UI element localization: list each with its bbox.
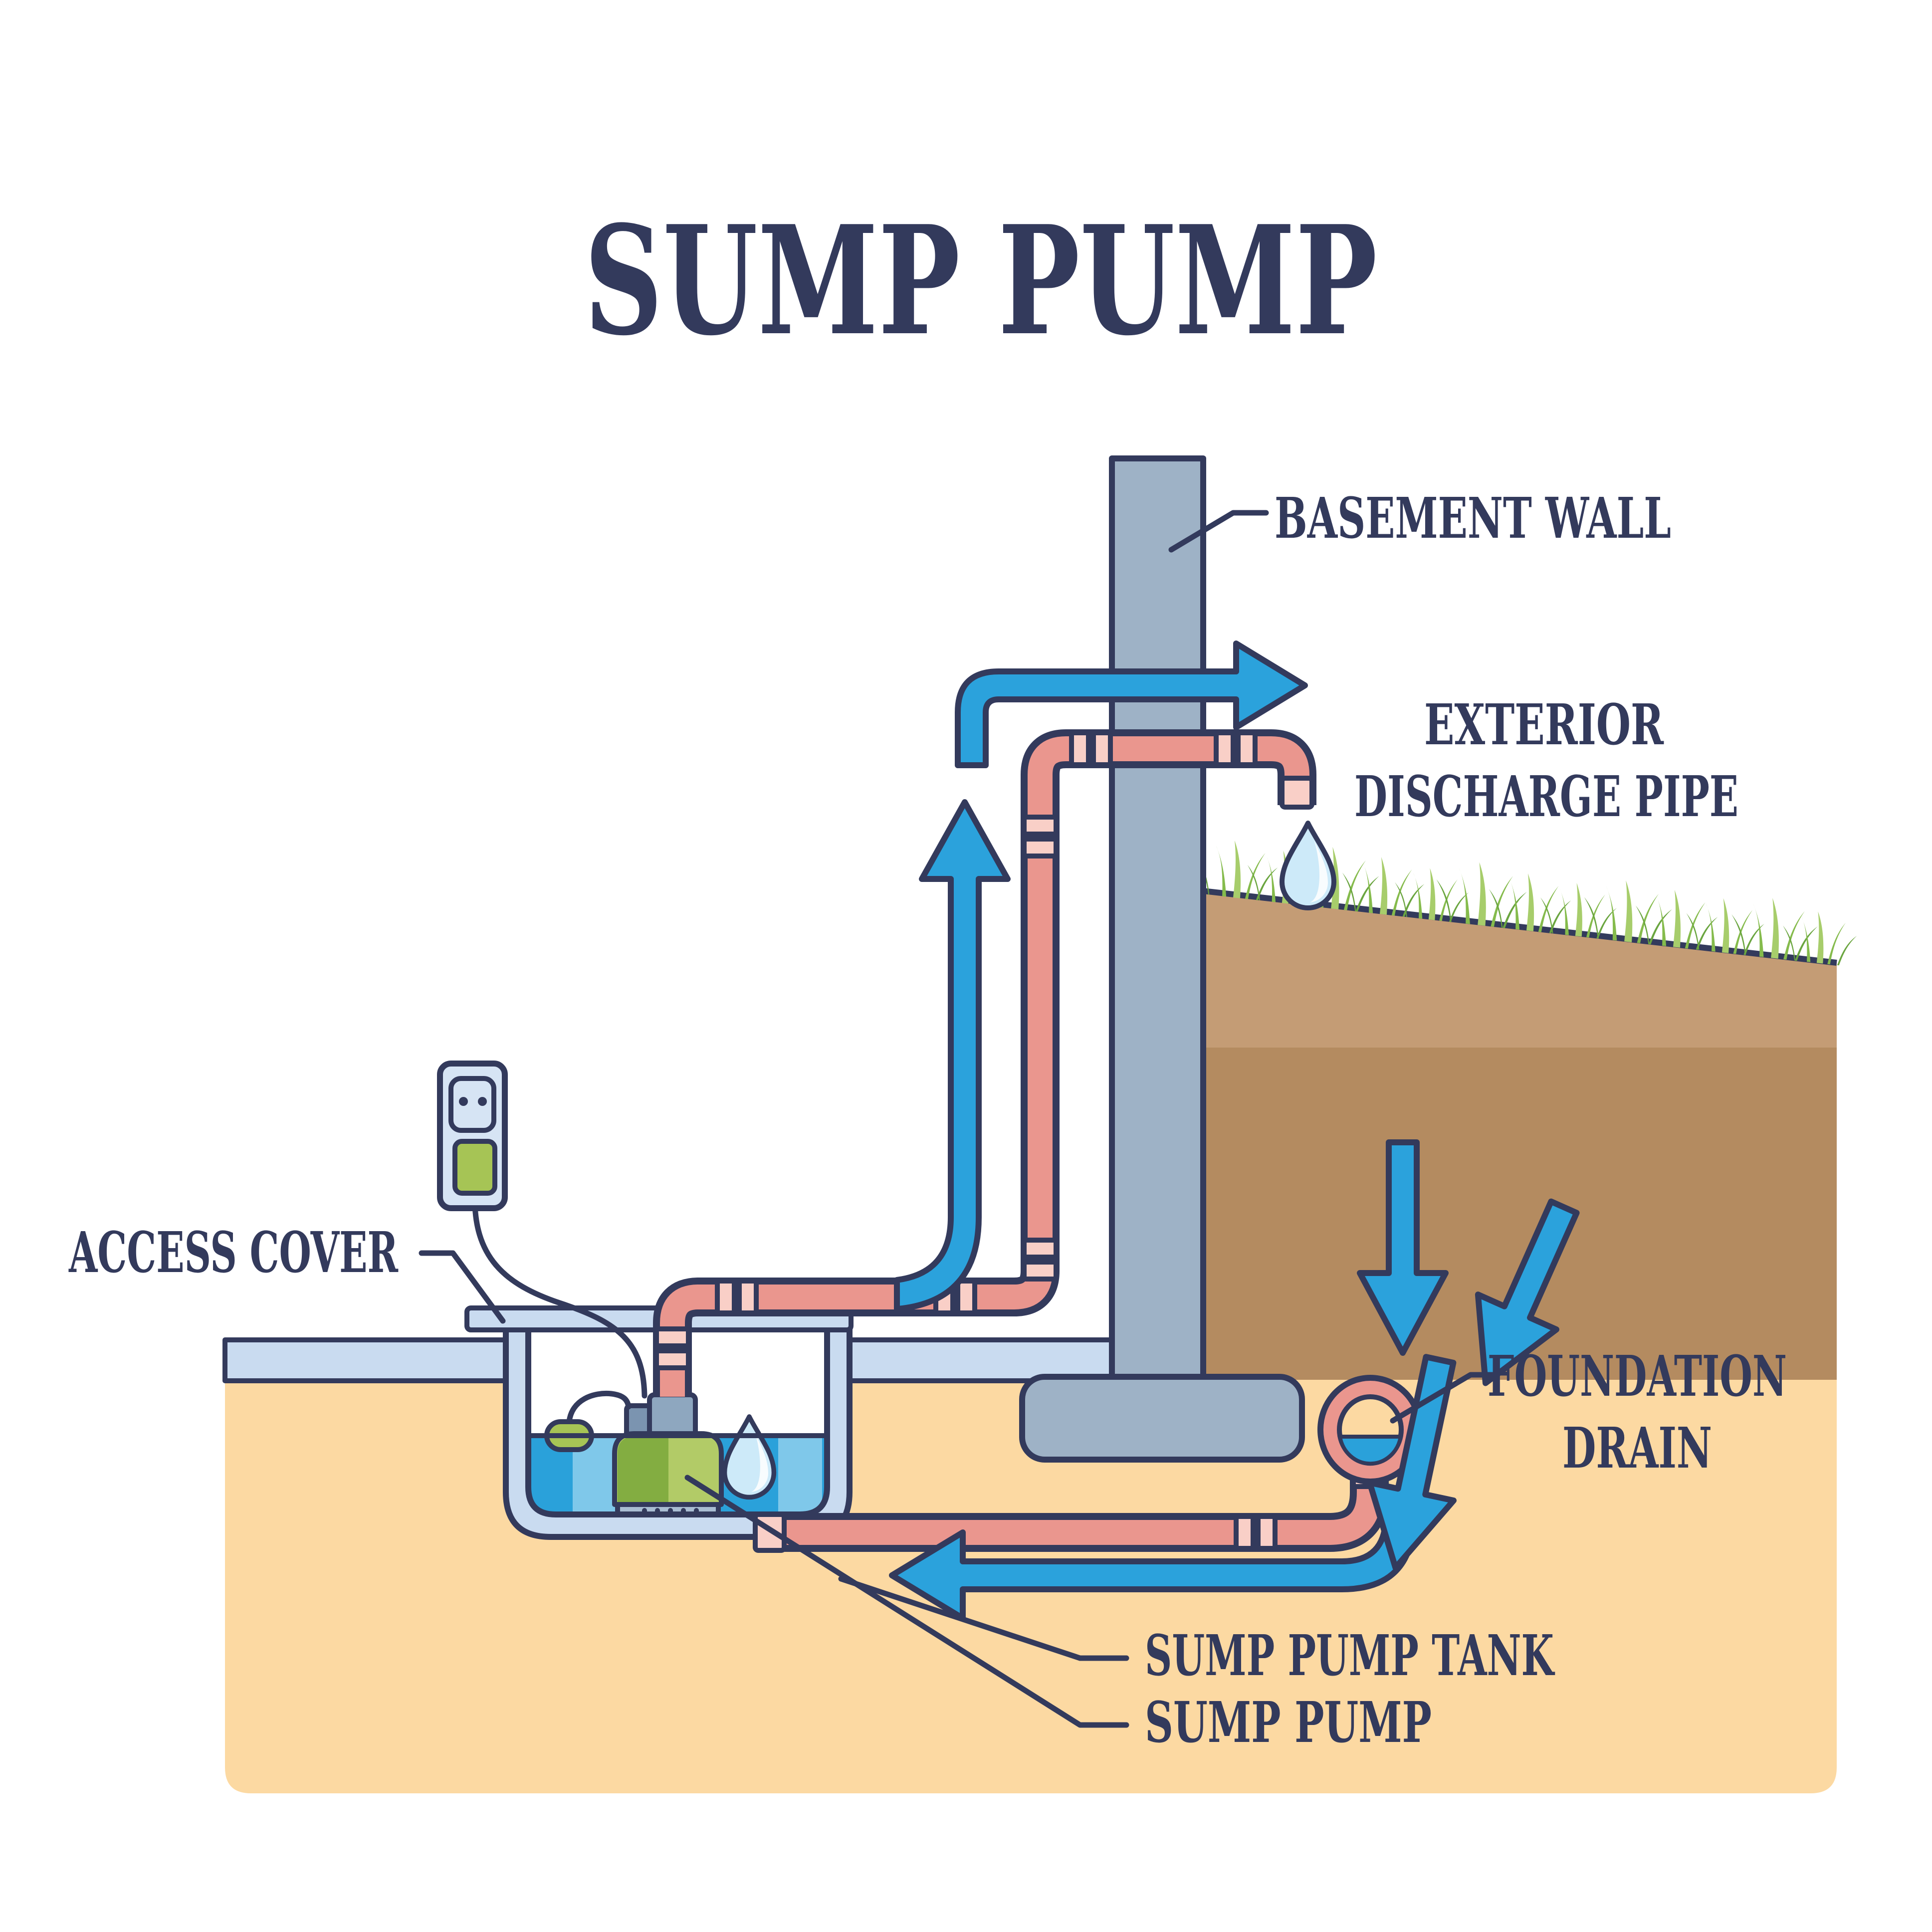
label-sump-pump: SUMP PUMP <box>1145 1690 1432 1755</box>
page-title: SUMP PUMP <box>584 193 1377 369</box>
power-plug-icon <box>452 1139 497 1196</box>
groundwater-arrow-down-icon <box>1475 1198 1580 1386</box>
water-drop-icon <box>1280 821 1336 910</box>
label-foundation: FOUNDATION <box>1488 1344 1787 1409</box>
outlet-socket <box>448 1076 496 1133</box>
flow-arrows <box>889 641 1580 1621</box>
float-cord <box>566 1390 632 1425</box>
floor-slab-left <box>222 1337 509 1383</box>
label-drain: DRAIN <box>1562 1416 1712 1481</box>
leader-line-basement-wall <box>1168 510 1269 553</box>
power-outlet-icon <box>437 1061 647 1399</box>
power-cord <box>472 1190 647 1399</box>
water-stripe <box>778 1436 822 1513</box>
foundation-drain <box>1317 1375 1423 1485</box>
drain-feed-fill <box>771 1469 1382 1545</box>
water-drop-icon <box>722 1414 777 1500</box>
label-discharge-pipe: DISCHARGE PIPE <box>1354 764 1738 830</box>
drain-water <box>1337 1435 1403 1466</box>
flow-arrow-up-icon <box>894 799 1011 1312</box>
pipe-end-cap <box>1280 776 1314 810</box>
basement-wall <box>1109 455 1206 1382</box>
wall-footing <box>1019 1374 1305 1463</box>
leader-line-sump-pump <box>684 1475 1129 1728</box>
leader-line-access-cover <box>419 1250 506 1324</box>
label-sump-pump-tank: SUMP PUMP TANK <box>1145 1623 1555 1689</box>
drain-feed-pipe <box>753 1467 1389 1553</box>
socket-hole <box>478 1097 487 1106</box>
groundwater-arrow-down-icon <box>1357 1139 1449 1356</box>
label-access-cover: ACCESS COVER <box>68 1220 398 1286</box>
label-basement-wall: BASEMENT WALL <box>1275 486 1671 551</box>
leader-line-foundation-drain <box>1390 1372 1501 1424</box>
leader-line-sump-pump-tank <box>838 1576 1129 1661</box>
flow-arrow-over-wall-icon <box>955 641 1308 768</box>
socket-hole <box>459 1097 468 1106</box>
discharge-pipe-fill <box>660 736 1309 1397</box>
soil-layer-top <box>1203 891 1837 1048</box>
label-exterior: EXTERIOR <box>1424 692 1664 758</box>
pump-body-shade <box>618 1437 668 1502</box>
